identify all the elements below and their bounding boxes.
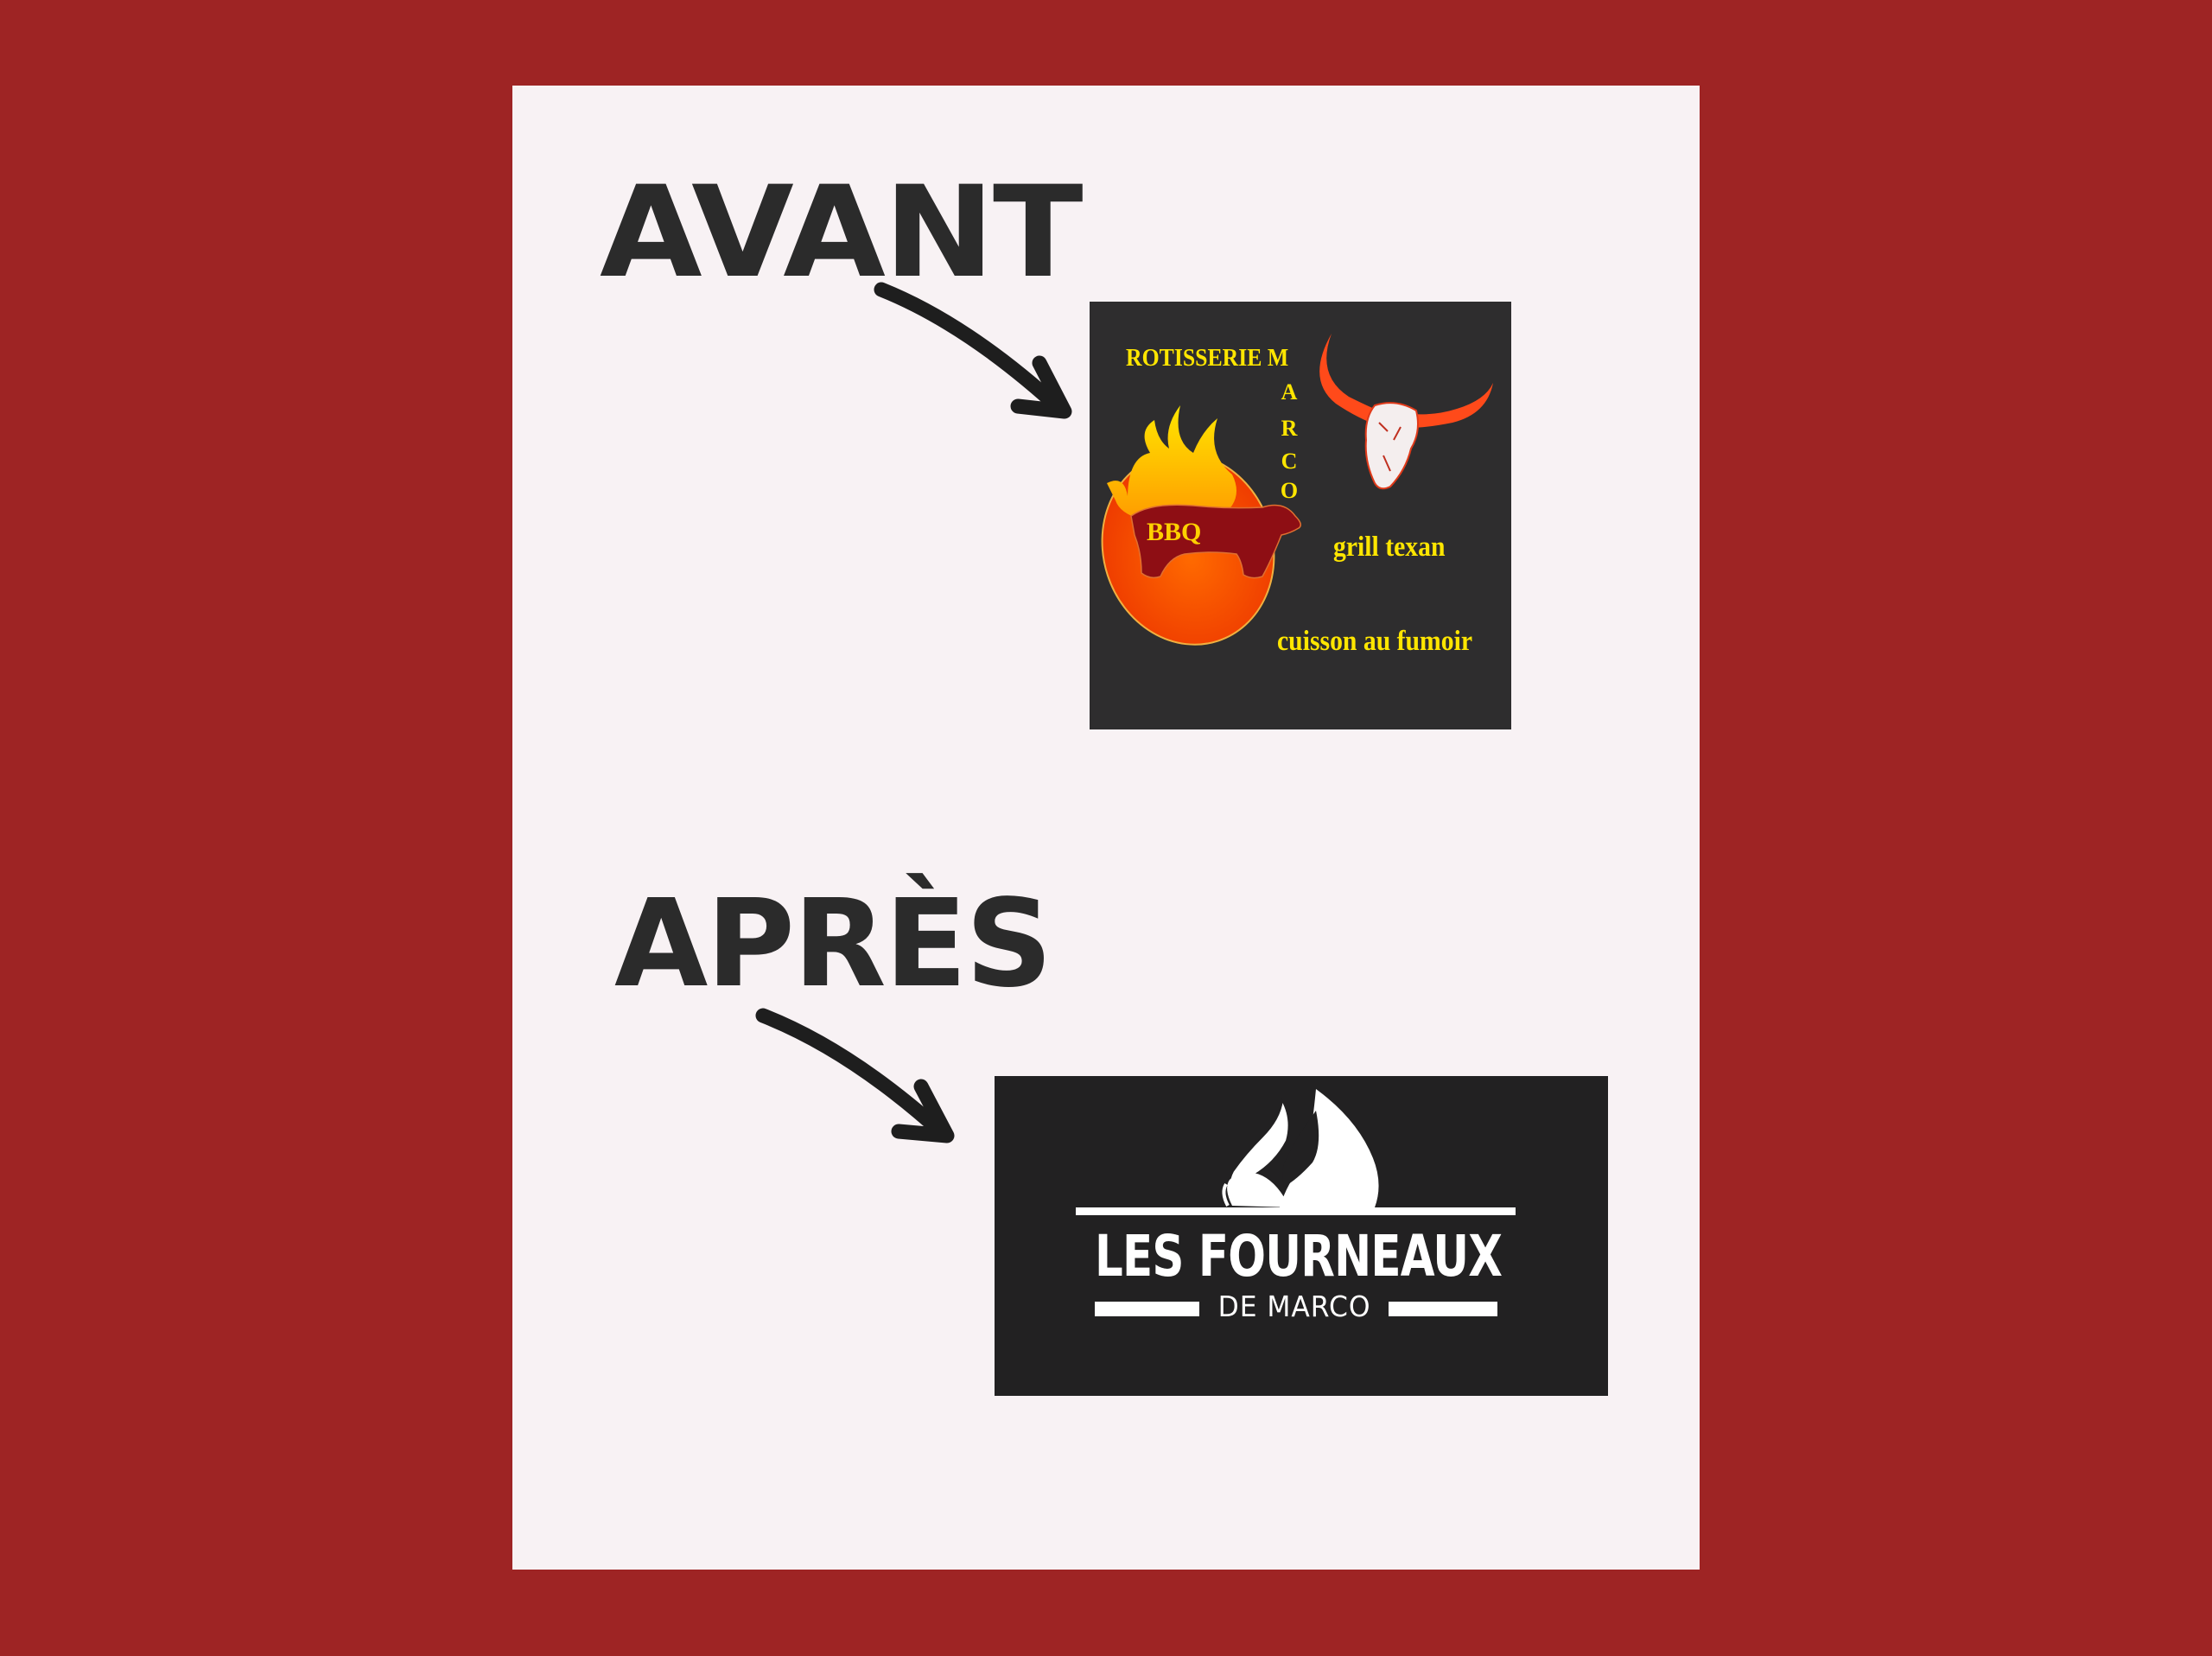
before-heading: AVANT <box>600 159 1084 306</box>
vertical-letter: R <box>1281 416 1298 441</box>
vertical-letter: A <box>1281 379 1298 404</box>
vertical-letter: O <box>1280 478 1299 503</box>
flaming-pig-icon: BBQ <box>1101 405 1301 646</box>
after-heading: APRÈS <box>614 874 1052 1015</box>
flame-icon <box>1222 1089 1379 1207</box>
vertical-letter: C <box>1281 449 1298 474</box>
bbq-text: BBQ <box>1147 518 1201 546</box>
bull-skull-icon <box>1319 334 1493 490</box>
before-tagline-grill: grill texan <box>1333 532 1446 563</box>
left-bar <box>1095 1302 1199 1316</box>
right-bar <box>1389 1302 1497 1316</box>
after-logo: LES FOURNEAUX DE MARCO <box>995 1076 1608 1396</box>
after-logo-name: LES FOURNEAUX <box>1095 1223 1503 1290</box>
before-logo: ROTISSERIE M A R C O BBQ grill texan cui… <box>1090 302 1511 729</box>
top-rule <box>1076 1207 1516 1215</box>
before-tagline-smoke: cuisson au fumoir <box>1277 626 1473 657</box>
after-logo-subtitle: DE MARCO <box>1217 1290 1371 1323</box>
before-logo-title: ROTISSERIE M <box>1126 345 1289 372</box>
